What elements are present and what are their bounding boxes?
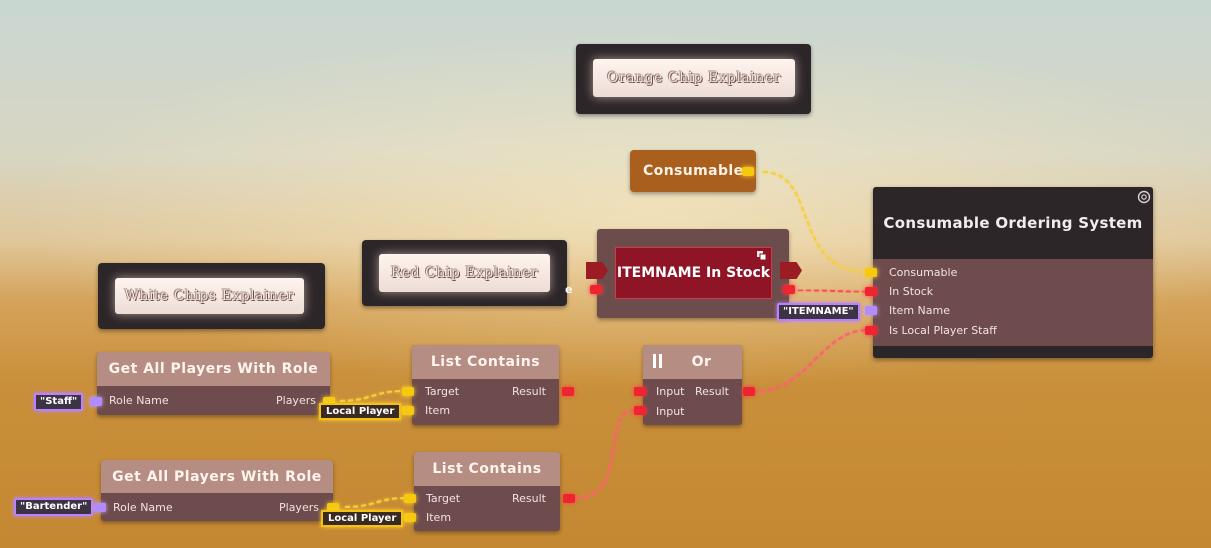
consumable-ordering-system-chip[interactable]: Consumable Ordering System Consumable In… [873,187,1153,358]
local-player-2-label: Local Player [328,513,397,524]
red-chip-explainer[interactable]: Red Chip Explainer [362,240,567,306]
list-contains-2-target-label: Target [426,492,461,505]
consumable-constant-chip[interactable]: Consumable [630,150,756,192]
wire-or-to-staff[interactable] [751,329,869,393]
local-player-2-chip[interactable]: Local Player [321,510,404,527]
or-result-port[interactable] [743,387,755,396]
cos-consumable-port[interactable] [865,268,877,277]
list-contains-2-title: List Contains [432,461,542,477]
item-in-stock-title: ITEMNAME In Stock [616,265,771,281]
cos-itemname-port[interactable] [865,306,877,315]
pause-icon [653,354,656,368]
wire-in-stock[interactable] [797,289,869,293]
copy-icon[interactable] [757,251,767,261]
get-players-bartender-players-port[interactable] [327,503,339,512]
or-chip-title: Or [691,354,712,370]
itemname-string-value: "ITEMNAME" [783,306,854,317]
cos-footer [873,346,1153,358]
list-contains-1-chip[interactable]: List Contains Target Item Result [412,345,559,425]
get-players-staff-rolename-port[interactable] [90,397,102,406]
list-contains-1-item-label: Item [425,404,451,417]
itemname-string-constant[interactable]: "ITEMNAME" [777,303,860,321]
bartender-string-value: "Bartender" [20,501,88,512]
get-players-bartender-chip[interactable]: Get All Players With Role Role Name Play… [101,460,333,521]
get-players-bartender-players-label: Players [279,501,319,514]
cos-input-staff-label: Is Local Player Staff [889,324,997,337]
or-input1-port[interactable] [634,387,646,396]
or-input2-label: Input [656,405,685,418]
gear-icon[interactable] [1137,190,1151,204]
list-contains-2-result-label: Result [512,492,546,505]
or-input1-label: Input [656,385,685,398]
cos-staff-port[interactable] [865,326,877,335]
or-chip-header: Or [643,345,742,379]
orange-chip-explainer[interactable]: Orange Chip Explainer [576,44,811,114]
get-players-staff-players-port[interactable] [323,397,335,406]
wire-consumable[interactable] [762,171,869,273]
list-contains-1-target-port[interactable] [402,387,414,396]
staff-string-constant[interactable]: "Staff" [34,393,84,411]
list-contains-1-header: List Contains [412,345,559,379]
get-players-bartender-header: Get All Players With Role [101,460,333,493]
consumable-output-port[interactable] [742,167,754,176]
local-player-1-chip[interactable]: Local Player [319,403,402,420]
white-explainer-label: White Chips Explainer [124,288,295,304]
wire-players2[interactable] [344,497,405,508]
stock-input-port[interactable] [590,285,602,294]
list-contains-2-target-port[interactable] [404,494,416,503]
stock-side-label: e [565,283,573,296]
list-contains-1-title: List Contains [430,354,541,370]
stock-output-flag[interactable] [780,262,802,279]
cos-input-instock-label: In Stock [889,285,934,298]
get-players-bartender-title: Get All Players With Role [112,468,322,485]
get-players-staff-header: Get All Players With Role [97,352,330,386]
list-contains-2-chip[interactable]: List Contains Target Item Result [414,452,560,531]
or-input2-port[interactable] [634,406,646,415]
white-explainer-plate: White Chips Explainer [115,278,304,314]
get-players-staff-rolename-label: Role Name [109,394,169,407]
get-players-staff-players-label: Players [276,394,316,407]
get-players-staff-title: Get All Players With Role [108,361,319,377]
get-players-bartender-rolename-port[interactable] [94,503,106,512]
get-players-staff-chip[interactable]: Get All Players With Role Role Name Play… [97,352,330,415]
orange-explainer-label: Orange Chip Explainer [607,70,781,86]
list-contains-2-result-port[interactable] [563,494,575,503]
list-contains-2-item-label: Item [426,511,452,524]
cos-input-itemname-label: Item Name [889,304,950,317]
list-contains-1-result-label: Result [512,385,546,398]
wire-players1[interactable] [339,390,403,402]
wire-list2-to-or[interactable] [575,410,635,499]
list-contains-1-item-port[interactable] [402,406,414,415]
list-contains-1-result-port[interactable] [562,387,574,396]
cos-title: Consumable Ordering System [883,214,1143,232]
or-chip[interactable]: Or Input Input Result [643,345,742,425]
list-contains-2-header: List Contains [414,452,560,486]
red-explainer-label: Red Chip Explainer [390,265,539,281]
list-contains-1-target-label: Target [425,385,460,398]
get-players-bartender-rolename-label: Role Name [113,501,173,514]
item-in-stock-panel[interactable]: ITEMNAME In Stock [615,247,772,299]
stock-output-port[interactable] [783,285,795,294]
cos-header: Consumable Ordering System [873,187,1153,259]
bartender-string-constant[interactable]: "Bartender" [14,498,94,516]
stock-input-flag[interactable] [586,262,608,279]
cos-input-consumable-label: Consumable [889,266,958,279]
local-player-1-label: Local Player [326,406,395,417]
orange-explainer-plate: Orange Chip Explainer [593,59,795,97]
white-chips-explainer[interactable]: White Chips Explainer [98,263,325,329]
staff-string-value: "Staff" [40,396,78,407]
cos-instock-port[interactable] [865,287,877,296]
list-contains-2-item-port[interactable] [404,513,416,522]
consumable-constant-label: Consumable [643,163,744,179]
red-explainer-plate: Red Chip Explainer [379,254,550,292]
or-result-label: Result [695,385,729,398]
